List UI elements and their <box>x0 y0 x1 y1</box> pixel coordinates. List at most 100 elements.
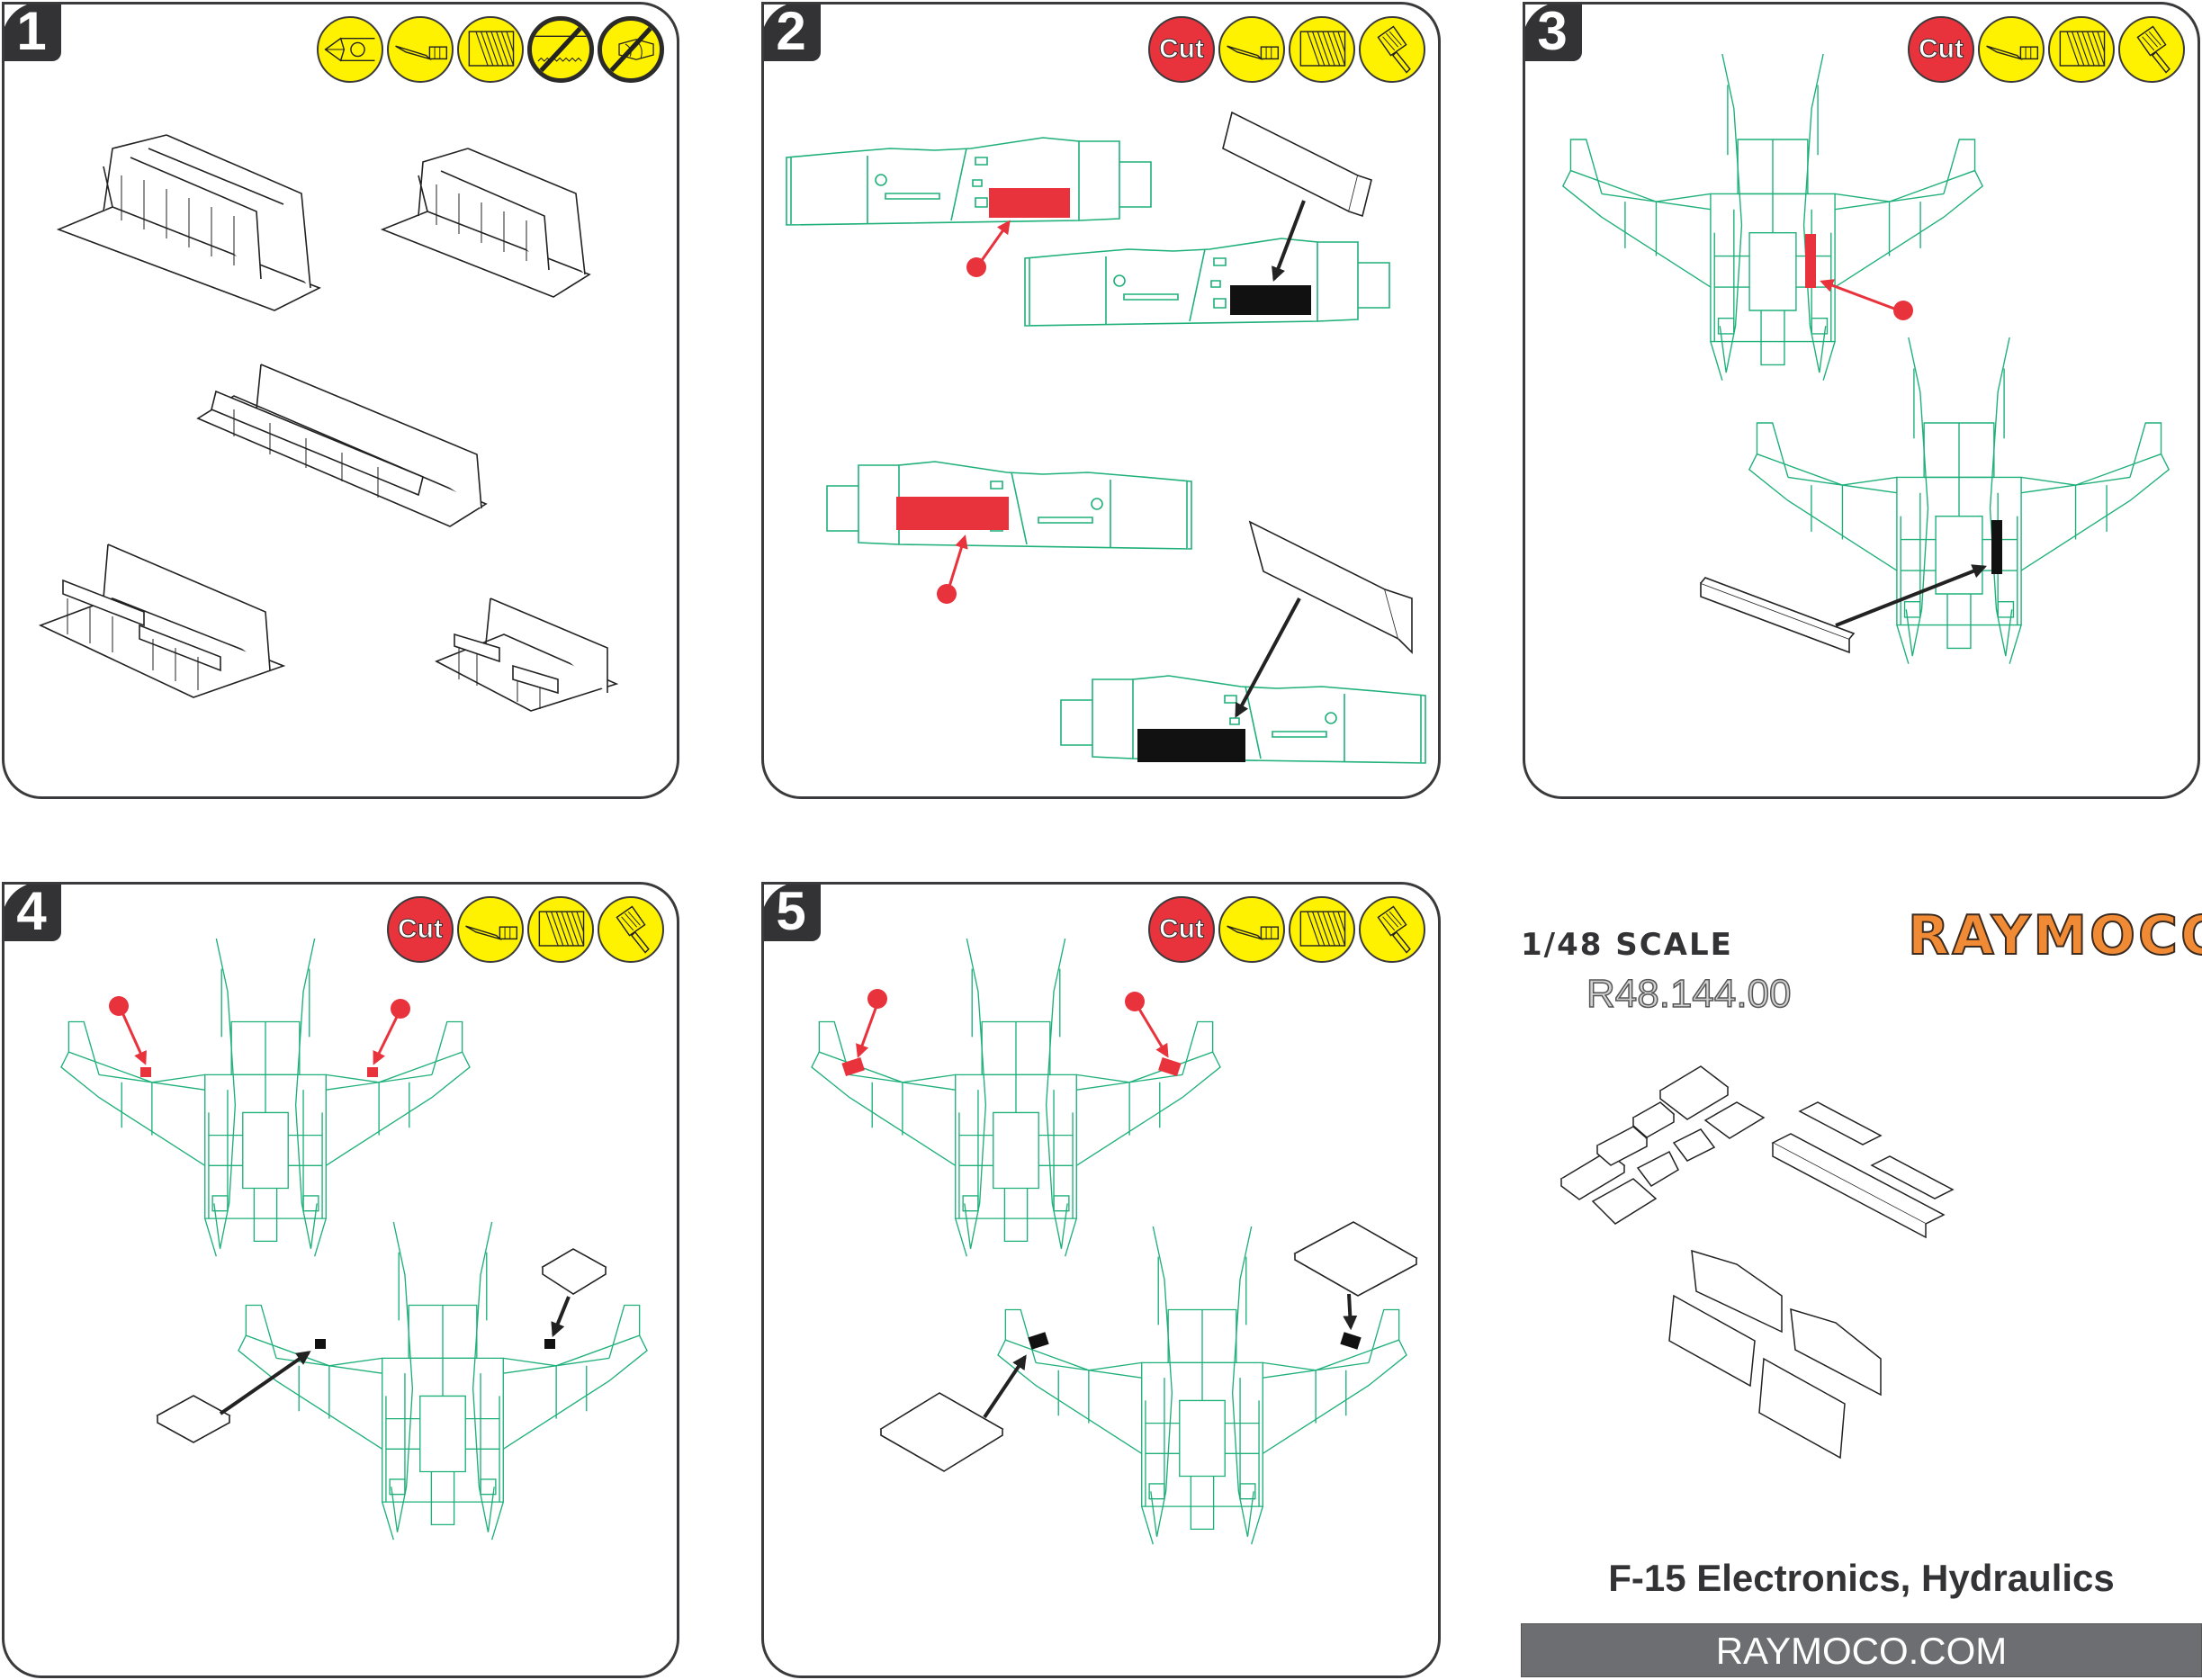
resin-part <box>380 148 591 298</box>
electronics-bay-part <box>1691 1249 1783 1334</box>
sanding-file-icon <box>1289 16 1355 83</box>
hobby-knife-icon <box>457 896 524 963</box>
hydraulic-bay-part <box>879 1221 1418 1472</box>
cut-marker <box>1893 301 1913 320</box>
inserted-bay <box>1230 285 1311 315</box>
cut-arrow <box>373 1014 400 1065</box>
step-1-panel: 1 <box>2 2 679 799</box>
kit-contents-illustration <box>1559 1065 1955 1460</box>
sanding-file-icon <box>2048 16 2115 83</box>
cut-marker <box>867 989 887 1009</box>
product-code: R48.144.00 <box>1586 971 1792 1017</box>
fuselage-before <box>786 137 1152 226</box>
sanding-file-icon <box>457 16 524 83</box>
cut-marker <box>109 996 129 1016</box>
tool-icons: Cut <box>1148 16 1425 83</box>
cut-arrow <box>976 220 1011 266</box>
access-panel <box>1672 1128 1716 1162</box>
step-5-panel: 5 Cut <box>761 882 1441 1678</box>
cut-area <box>1805 234 1816 288</box>
inserted-bay <box>1137 729 1245 762</box>
jet-before <box>811 939 1221 1257</box>
cut-area <box>896 497 1009 530</box>
hobby-knife-icon <box>387 16 454 83</box>
underside-illustration <box>811 939 1418 1545</box>
underside-illustration <box>1562 54 2170 665</box>
no-drill-icon <box>598 16 664 83</box>
website-link[interactable]: RAYMOCO.COM <box>1715 1630 2008 1672</box>
fuselage-illustration <box>786 111 1426 764</box>
access-panel <box>1870 1155 1955 1199</box>
no-saw-icon <box>527 16 594 83</box>
cut-area <box>1158 1056 1182 1077</box>
step-4-panel: 4 Cut <box>2 882 679 1678</box>
electronics-bay-part <box>1700 577 1856 654</box>
cut-area <box>367 1067 378 1077</box>
sanding-file-icon <box>527 896 594 963</box>
cut-arrow <box>947 535 968 590</box>
step-number-badge: 3 <box>1525 4 1582 61</box>
step-2-panel: 2 Cut <box>761 2 1441 799</box>
access-panel <box>1591 1178 1658 1225</box>
inserted-bay <box>315 1339 326 1349</box>
insert-arrow <box>1343 1293 1358 1331</box>
insert-arrow <box>1835 564 1987 627</box>
cut-area <box>841 1056 865 1077</box>
insert-arrow <box>1272 200 1306 282</box>
cut-icon: Cut <box>1908 16 1974 83</box>
jet-before <box>1562 54 1983 382</box>
brand-logo: RAYMOCO <box>1907 903 2202 968</box>
hydraulic-bay-part <box>1631 1101 1676 1138</box>
cut-icon: Cut <box>387 896 454 963</box>
tool-icons: Cut <box>1148 896 1425 963</box>
glue-brush-icon <box>2118 16 2185 83</box>
resin-parts-illustration <box>38 134 619 712</box>
tool-icons: Cut <box>1908 16 2185 83</box>
resin-part <box>435 597 619 712</box>
inserted-bay <box>1028 1332 1049 1350</box>
cut-marker <box>391 999 410 1019</box>
cut-marker <box>937 584 957 604</box>
inserted-bay <box>544 1339 555 1349</box>
cut-arrow <box>1136 1005 1169 1058</box>
electronics-bay-part <box>1248 520 1413 654</box>
door-panel <box>1668 1294 1756 1388</box>
scale-label: 1/48 SCALE <box>1521 927 1733 963</box>
side-cutter-icon <box>317 16 383 83</box>
inserted-bay <box>1340 1332 1362 1350</box>
hobby-knife-icon <box>1218 896 1285 963</box>
access-panel <box>1798 1101 1883 1145</box>
hobby-knife-icon <box>1218 16 1285 83</box>
electronics-bay-part <box>1790 1307 1882 1397</box>
fuselage-after <box>1024 238 1390 327</box>
website-footer[interactable]: RAYMOCO.COM <box>1521 1623 2202 1677</box>
door-panel <box>1758 1357 1846 1460</box>
tool-icons <box>317 16 664 83</box>
sanding-file-icon <box>1289 896 1355 963</box>
hydraulic-bay-part <box>1658 1065 1730 1120</box>
insert-arrow <box>1235 597 1301 718</box>
hydraulic-bay-part <box>156 1248 607 1443</box>
cut-marker <box>966 257 986 277</box>
product-title: F-15 Electronics, Hydraulics <box>1608 1557 2115 1599</box>
cut-marker <box>1125 992 1145 1011</box>
cut-icon: Cut <box>1148 896 1215 963</box>
resin-part <box>56 134 321 311</box>
cut-arrow <box>856 1005 878 1058</box>
jet-after <box>1748 337 2170 665</box>
insert-arrow <box>983 1354 1027 1419</box>
step-3-panel: 3 Cut <box>1523 2 2200 799</box>
step-number-badge: 1 <box>4 4 61 61</box>
jet-before <box>60 939 471 1257</box>
cut-area <box>989 188 1070 218</box>
glue-brush-icon <box>1359 896 1425 963</box>
tool-icons: Cut <box>387 896 664 963</box>
electronics-bay-part <box>1222 111 1372 218</box>
resin-part <box>196 364 488 527</box>
underside-illustration <box>60 939 648 1541</box>
step-number-badge: 2 <box>764 4 821 61</box>
cut-area <box>140 1067 151 1077</box>
inserted-bay <box>1991 520 2002 574</box>
access-panel <box>1636 1150 1679 1187</box>
step-number-badge: 5 <box>764 885 821 941</box>
